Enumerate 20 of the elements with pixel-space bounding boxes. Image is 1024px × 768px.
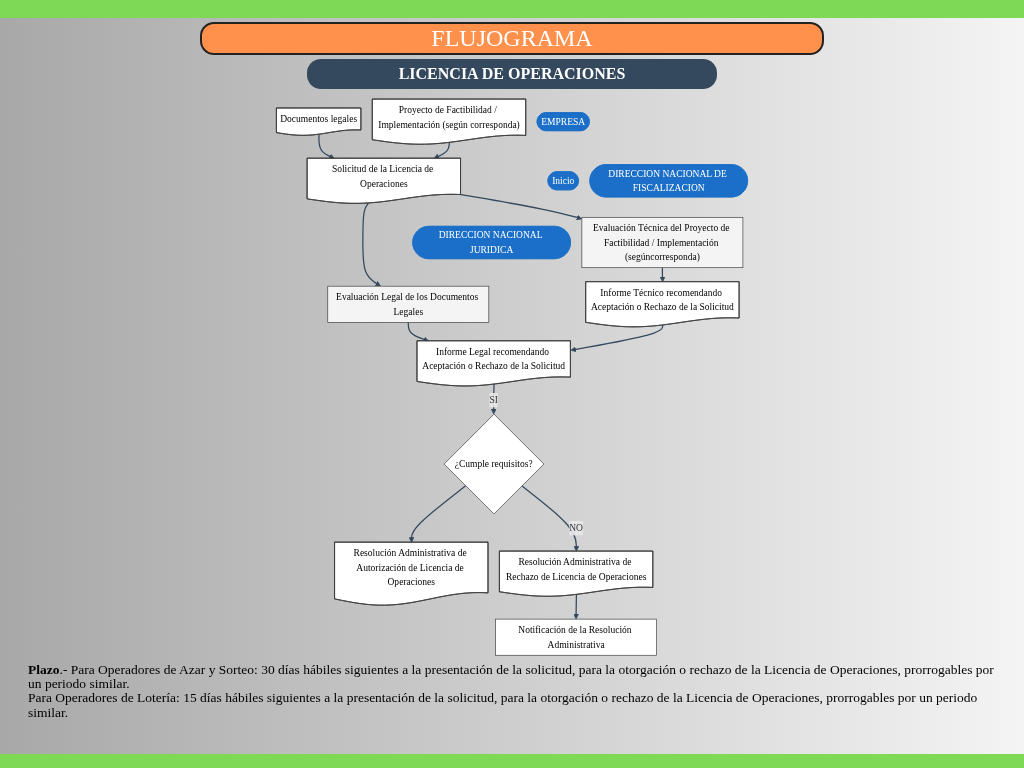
node-box: Notificación de la Resolución Administrativa bbox=[495, 618, 657, 656]
arrow bbox=[570, 324, 664, 352]
arrow bbox=[659, 266, 666, 283]
note-text: Para Operadores de Lotería: 15 días hábiles siguientes a la presentación de la solicitud, para la otorgación o rechazo de la Licencia de Operaciones, prorrogables por un periodo similar. bbox=[28, 691, 979, 720]
node-diamond: ¿Cumple requisitos? bbox=[443, 413, 545, 515]
note-text: Plazo.- Para Operadores de Azar y Sorteo: 30 días hábiles siguientes a la presentación de la solicitud, para la otorgación o rechazo de la Licencia de Operaciones, prorrogables por un periodo similar. bbox=[28, 663, 995, 692]
edge-label: NO bbox=[569, 522, 583, 533]
arrow bbox=[573, 593, 579, 620]
arrow bbox=[407, 321, 429, 342]
arrow bbox=[460, 193, 583, 220]
node-box: Evaluación Legal de los Documentos Legales bbox=[327, 285, 490, 323]
arrow bbox=[433, 141, 450, 159]
title-banner: FLUJOGRAMA bbox=[200, 22, 824, 55]
edge-label: SI bbox=[489, 394, 498, 405]
arrow bbox=[318, 133, 335, 159]
node-box: Evaluación Técnica del Proyecto de Factibilidad / Implementación (segúncorresponda) bbox=[581, 216, 744, 268]
subtitle-banner: LICENCIA DE OPERACIONES bbox=[307, 59, 717, 89]
arrow bbox=[362, 202, 381, 287]
arrow bbox=[408, 485, 467, 543]
arrow bbox=[521, 485, 580, 552]
